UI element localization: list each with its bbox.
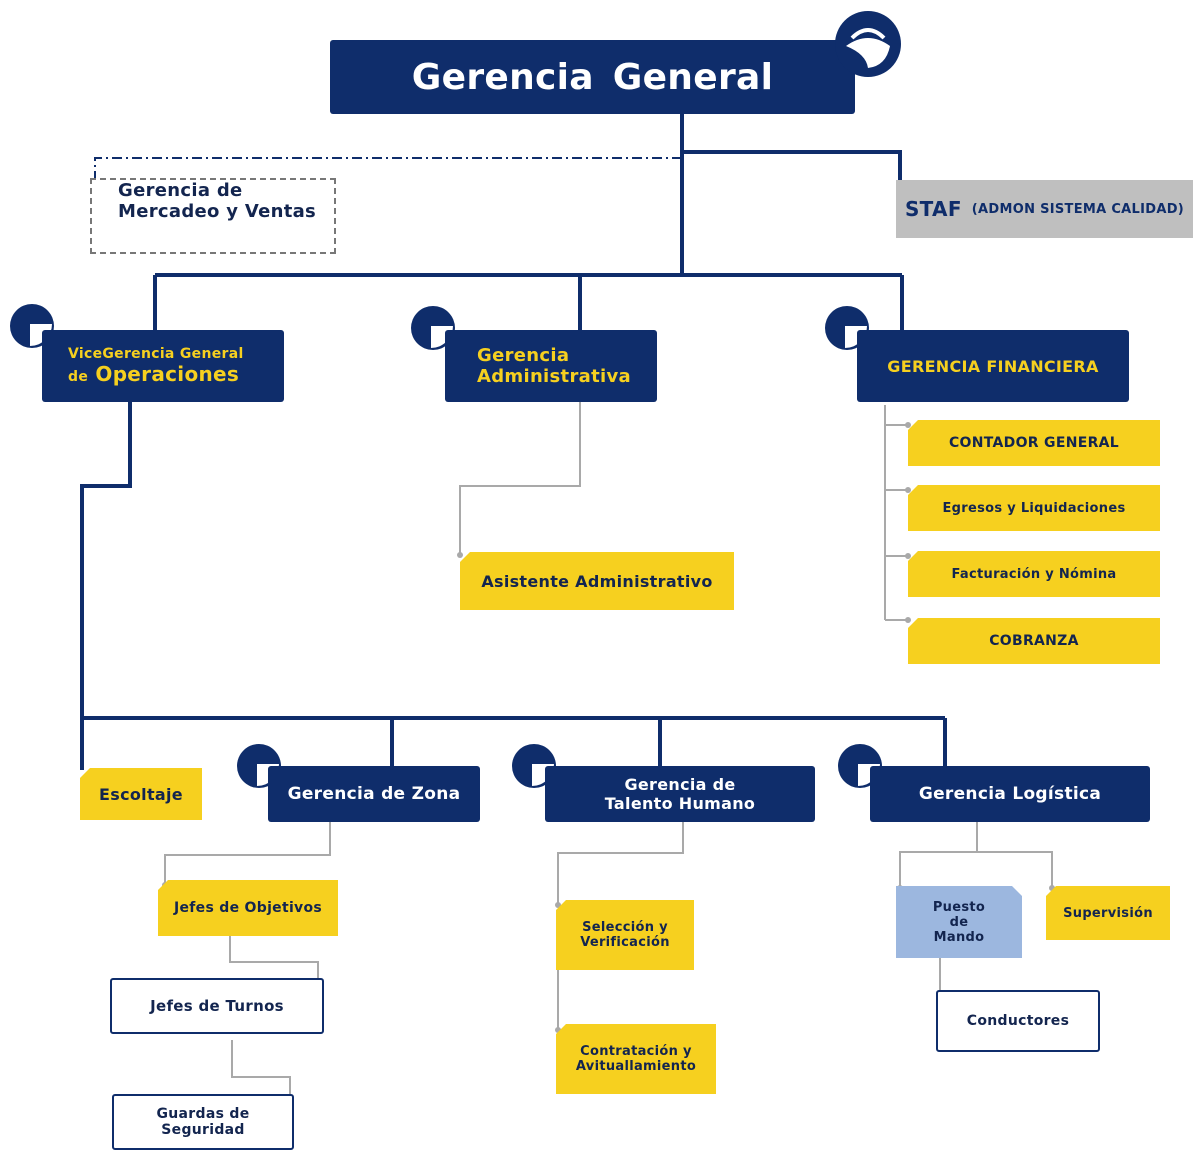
asistente-label: Asistente Administrativo bbox=[481, 571, 713, 591]
escoltaje-label: Escoltaje bbox=[99, 784, 183, 804]
vice-line1: ViceGerencia General bbox=[68, 346, 244, 362]
jefes-turnos-node: Jefes de Turnos bbox=[110, 978, 324, 1034]
staf-main-label: STAF bbox=[904, 197, 962, 221]
gerencia-logistica-node: Gerencia Logística bbox=[870, 766, 1150, 822]
talento-line1: Gerencia de bbox=[624, 775, 736, 794]
financiera-label: GERENCIA FINANCIERA bbox=[887, 356, 1099, 376]
vicegerencia-operaciones-node: ViceGerencia General de Operaciones bbox=[42, 330, 284, 402]
cobranza-node: COBRANZA bbox=[908, 618, 1160, 664]
mercadeo-line2: Mercadeo y Ventas bbox=[118, 201, 317, 222]
gerencia-zona-node: Gerencia de Zona bbox=[268, 766, 480, 822]
jefes-objetivos-label: Jefes de Objetivos bbox=[173, 900, 323, 916]
gerencia-mercadeo-node: Gerencia de Mercadeo y Ventas bbox=[90, 178, 336, 254]
staf-sub-label: (ADMON SISTEMA CALIDAD) bbox=[971, 201, 1185, 217]
gerencia-talento-humano-node: Gerencia de Talento Humano bbox=[545, 766, 815, 822]
puesto-line3: Mando bbox=[933, 929, 985, 945]
conductores-label: Conductores bbox=[966, 1013, 1070, 1029]
contratacion-line1: Contratación y bbox=[580, 1044, 692, 1059]
facturacion-label: Facturación y Nómina bbox=[951, 566, 1117, 582]
puesto-line1: Puesto bbox=[932, 899, 986, 915]
guardas-seguridad-node: Guardas de Seguridad bbox=[112, 1094, 294, 1150]
escoltaje-node: Escoltaje bbox=[80, 768, 202, 820]
supervision-label: Supervisión bbox=[1063, 905, 1153, 921]
staf-node: STAF (ADMON SISTEMA CALIDAD) bbox=[896, 180, 1193, 238]
contratacion-line2: Avituallamiento bbox=[575, 1059, 697, 1074]
facturacion-nomina-node: Facturación y Nómina bbox=[908, 551, 1160, 597]
guardas-line1: Guardas de bbox=[156, 1106, 250, 1122]
egresos-label: Egresos y Liquidaciones bbox=[942, 500, 1126, 516]
talento-line2: Talento Humano bbox=[604, 794, 756, 813]
contador-label: CONTADOR GENERAL bbox=[948, 435, 1120, 451]
jefes-objetivos-node: Jefes de Objetivos bbox=[158, 880, 338, 936]
vice-line2: Operaciones bbox=[95, 362, 240, 386]
gerencia-general-label: Gerencia General bbox=[411, 56, 774, 98]
vice-line2-wrap: de Operaciones bbox=[68, 362, 239, 386]
seleccion-line1: Selección y bbox=[582, 920, 668, 935]
asistente-administrativo-node: Asistente Administrativo bbox=[460, 552, 734, 610]
puesto-mando-node: Puesto de Mando bbox=[896, 886, 1022, 958]
gerencia-financiera-node: GERENCIA FINANCIERA bbox=[857, 330, 1129, 402]
helmet-logo-icon bbox=[835, 11, 901, 77]
puesto-line2: de bbox=[949, 914, 969, 930]
administrativa-line1: Gerencia bbox=[477, 345, 570, 366]
gerencia-administrativa-node: Gerencia Administrativa bbox=[445, 330, 657, 402]
contratacion-avituallamiento-node: Contratación y Avituallamiento bbox=[556, 1024, 716, 1094]
zona-label: Gerencia de Zona bbox=[287, 784, 461, 804]
logistica-label: Gerencia Logística bbox=[918, 784, 1102, 804]
jefes-turnos-label: Jefes de Turnos bbox=[150, 997, 284, 1015]
supervision-node: Supervisión bbox=[1046, 886, 1170, 940]
cobranza-label: COBRANZA bbox=[989, 633, 1079, 649]
contador-general-node: CONTADOR GENERAL bbox=[908, 420, 1160, 466]
mercadeo-line1: Gerencia de bbox=[118, 180, 243, 201]
egresos-liquidaciones-node: Egresos y Liquidaciones bbox=[908, 485, 1160, 531]
seleccion-verificacion-node: Selección y Verificación bbox=[556, 900, 694, 970]
vice-line2-prefix: de bbox=[68, 369, 89, 385]
administrativa-line2: Administrativa bbox=[477, 366, 631, 387]
seleccion-line2: Verificación bbox=[580, 935, 670, 950]
gerencia-general-node: Gerencia General bbox=[330, 40, 855, 114]
guardas-line2: Seguridad bbox=[161, 1122, 245, 1138]
conductores-node: Conductores bbox=[936, 990, 1100, 1052]
